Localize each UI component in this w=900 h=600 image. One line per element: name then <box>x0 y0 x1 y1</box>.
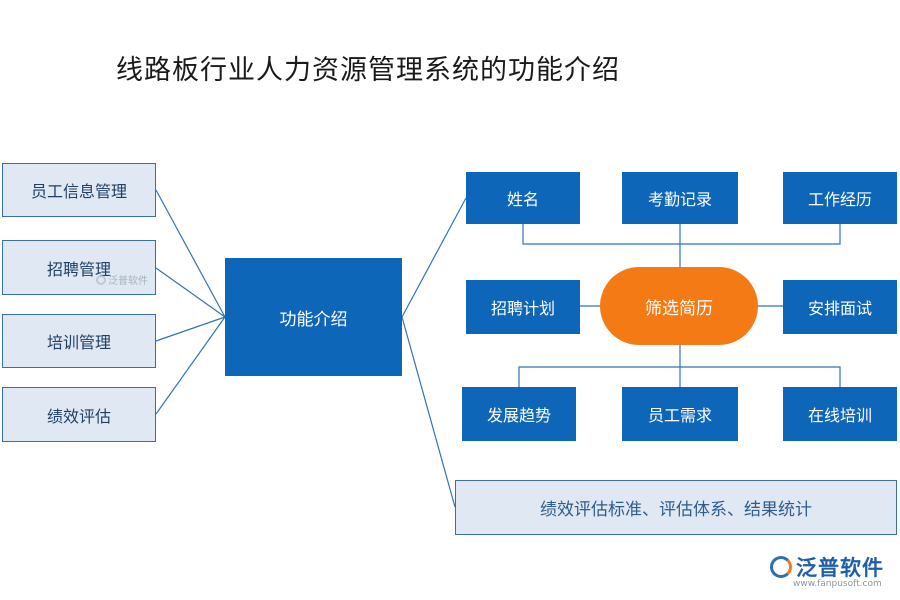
watermark-text: 泛普软件 <box>108 276 148 287</box>
connector-line <box>401 197 467 318</box>
page-title: 线路板行业人力资源管理系统的功能介绍 <box>116 55 620 86</box>
connector-line <box>401 316 456 508</box>
connector-line <box>522 224 841 245</box>
node-name[interactable]: 姓名 <box>466 172 580 224</box>
connector-line <box>155 267 226 318</box>
brand-logo: 泛普软件 <box>770 552 884 582</box>
left-item-performance[interactable]: 绩效评估 <box>2 387 156 442</box>
connector-line <box>518 366 841 387</box>
connector-line <box>155 189 226 318</box>
node-online-training[interactable]: 在线培训 <box>783 387 897 441</box>
brand-logo-icon <box>770 556 792 578</box>
left-item-training[interactable]: 培训管理 <box>2 314 156 368</box>
center-node[interactable]: 功能介绍 <box>225 258 402 376</box>
node-schedule-interview[interactable]: 安排面试 <box>783 280 897 334</box>
connector-line <box>155 316 226 415</box>
node-recruit-plan[interactable]: 招聘计划 <box>466 280 580 334</box>
brand-name: 泛普软件 <box>796 556 884 580</box>
node-work-history[interactable]: 工作经历 <box>783 172 897 224</box>
node-trend[interactable]: 发展趋势 <box>462 387 576 441</box>
connector-line <box>155 316 226 342</box>
brand-url: www.fanpusoft.com <box>793 579 882 589</box>
node-attendance[interactable]: 考勤记录 <box>622 172 738 224</box>
hub-screen-resume[interactable]: 筛选简历 <box>600 267 758 345</box>
node-performance-standards[interactable]: 绩效评估标准、评估体系、结果统计 <box>455 480 897 535</box>
watermark-logo-icon <box>96 274 106 285</box>
watermark-small: 泛普软件 <box>96 272 148 287</box>
node-staff-demand[interactable]: 员工需求 <box>622 387 738 441</box>
left-item-recruitment[interactable]: 招聘管理 <box>2 240 156 295</box>
left-item-employee-info[interactable]: 员工信息管理 <box>2 163 156 217</box>
